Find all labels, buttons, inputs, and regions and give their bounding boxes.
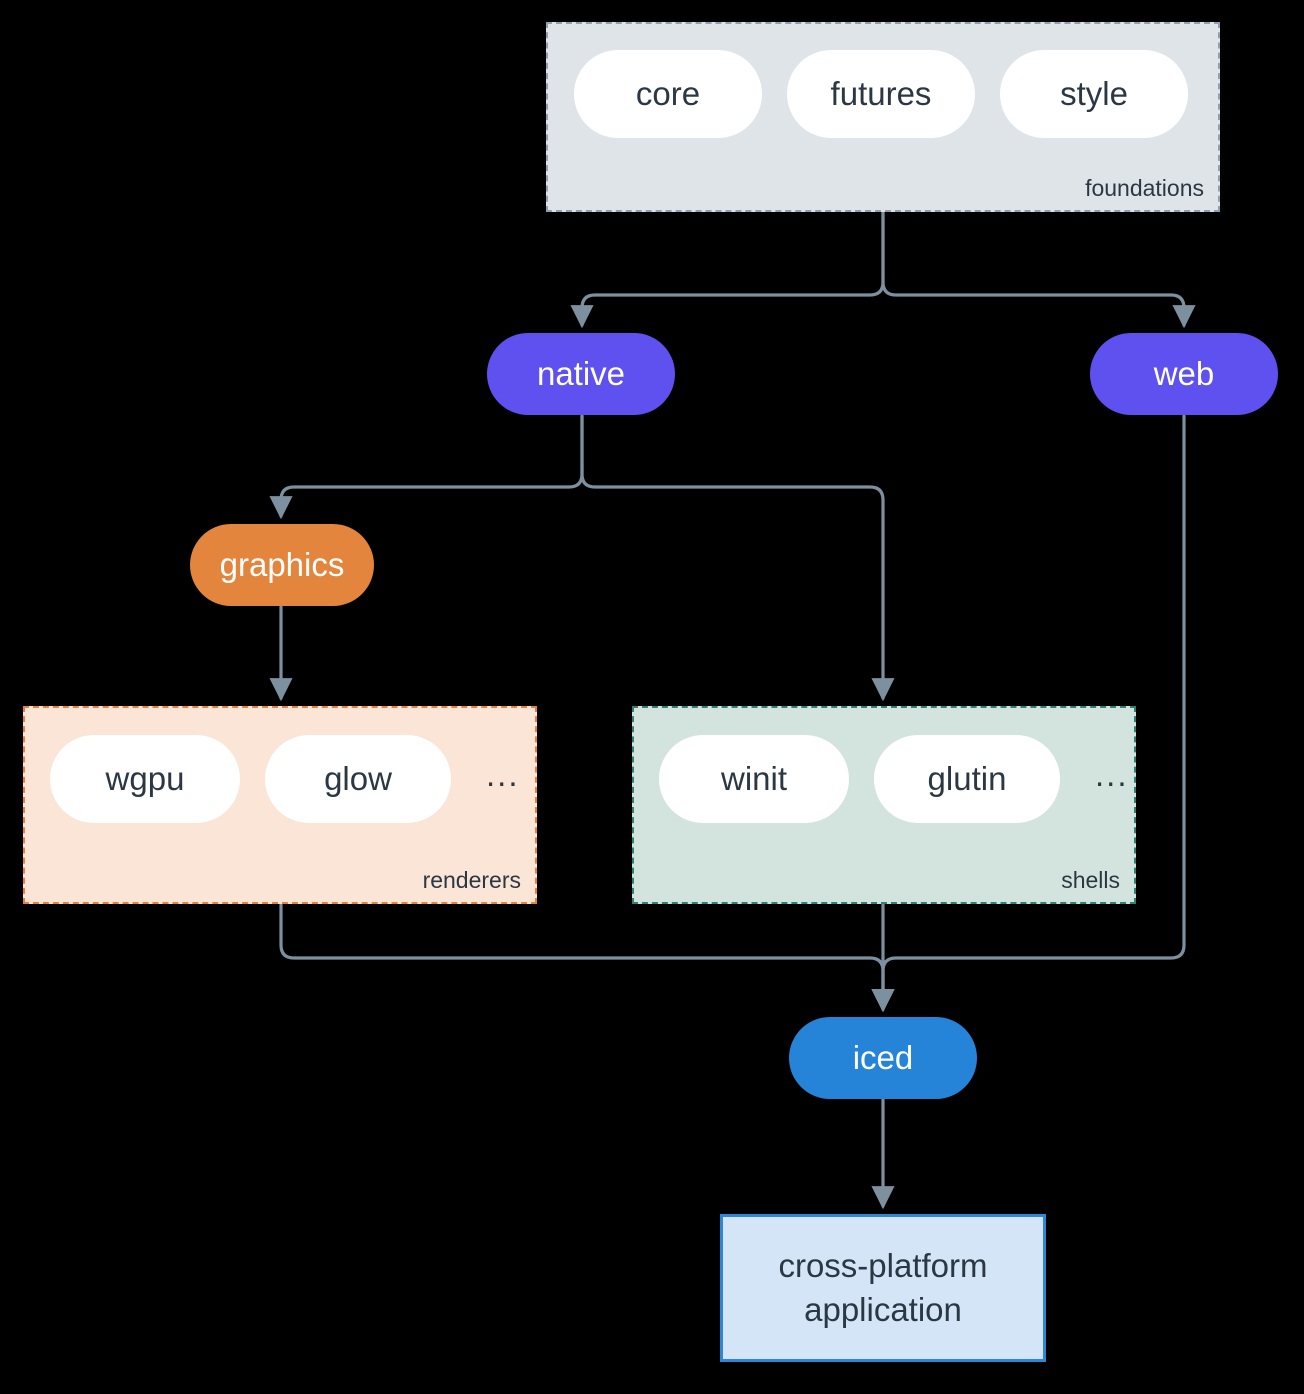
application-line-1: cross-platform — [778, 1247, 988, 1285]
edge-foundations-to-web — [881, 211, 1196, 329]
shells-items: winit glutin ... — [659, 735, 1129, 823]
pill-wgpu[interactable]: wgpu — [50, 735, 240, 823]
shells-ellipsis: ... — [1095, 755, 1129, 793]
pill-glutin[interactable]: glutin — [874, 735, 1060, 823]
node-cross-platform-application[interactable]: cross-platform application — [720, 1214, 1046, 1362]
edge-native-to-graphics — [269, 414, 584, 520]
application-line-2: application — [804, 1291, 962, 1328]
renderers-items: wgpu glow ... — [50, 735, 520, 823]
edge-foundations-to-native — [570, 211, 885, 329]
node-graphics[interactable]: graphics — [190, 524, 374, 606]
edge-renderers-to-iced — [279, 903, 895, 1013]
edge-native-to-shells — [580, 414, 895, 702]
cluster-renderers: wgpu glow ... renderers — [23, 706, 537, 904]
cluster-label-renderers: renderers — [422, 867, 521, 893]
foundations-items: core futures style — [574, 50, 1188, 138]
node-web[interactable]: web — [1090, 333, 1278, 415]
pill-winit[interactable]: winit — [659, 735, 849, 823]
pill-futures[interactable]: futures — [787, 50, 975, 138]
pill-glow[interactable]: glow — [265, 735, 451, 823]
cluster-label-shells: shells — [1061, 867, 1120, 893]
cluster-shells: winit glutin ... shells — [632, 706, 1136, 904]
renderers-ellipsis: ... — [486, 755, 520, 793]
cluster-foundations: core futures style foundations — [546, 22, 1220, 212]
pill-core[interactable]: core — [574, 50, 762, 138]
cluster-label-foundations: foundations — [1085, 175, 1204, 201]
node-iced[interactable]: iced — [789, 1017, 977, 1099]
node-native[interactable]: native — [487, 333, 675, 415]
pill-style[interactable]: style — [1000, 50, 1188, 138]
